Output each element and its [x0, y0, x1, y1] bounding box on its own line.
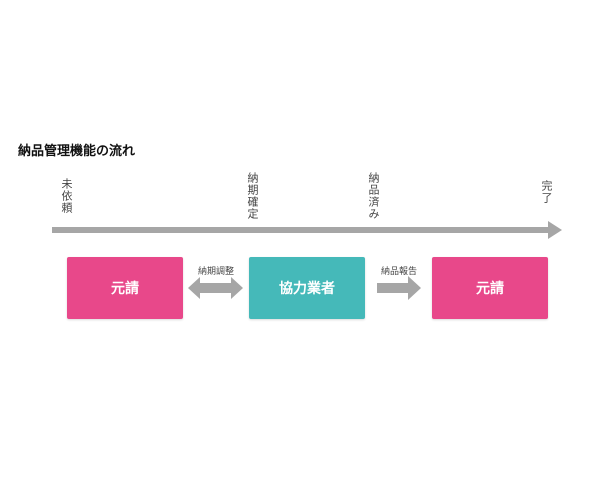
stage-label-complete: 完了 [540, 180, 553, 204]
stage-label-date-confirmed: 納期確定 [246, 172, 259, 220]
stage-label-unrequested: 未依頼 [60, 178, 73, 214]
client-box-left: 元請 [67, 257, 183, 319]
connector-label-schedule: 納期調整 [197, 267, 235, 277]
connector-label-report: 納品報告 [380, 267, 418, 277]
double-arrow [188, 277, 243, 299]
timeline-arrow [52, 221, 562, 239]
diagram-title: 納品管理機能の流れ [18, 144, 136, 159]
client-box-right: 元請 [432, 257, 548, 319]
partner-box: 協力業者 [249, 257, 365, 319]
right-arrow [377, 276, 421, 300]
stage-label-delivered: 納品済み [367, 172, 380, 220]
